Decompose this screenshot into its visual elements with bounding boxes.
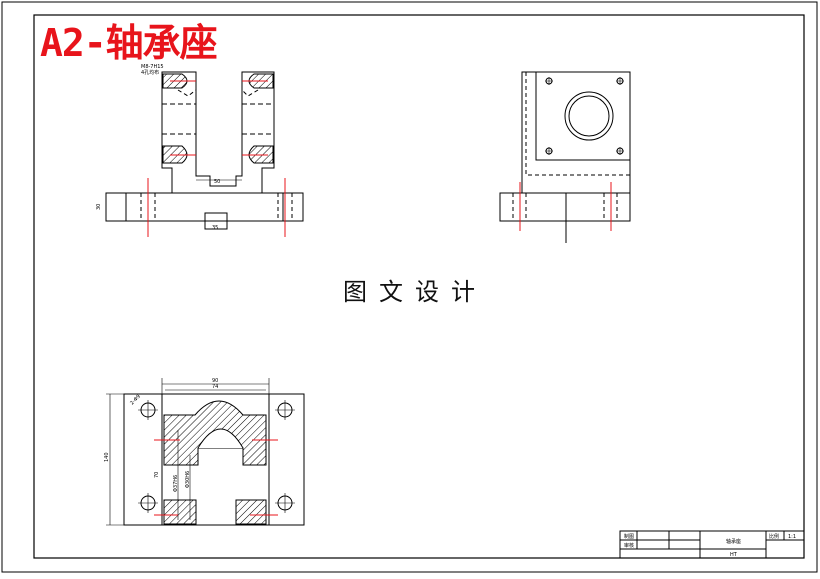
dim-hole-3: 2-Φ9 bbox=[129, 394, 142, 407]
tb-check-label: 审核 bbox=[624, 542, 634, 549]
front-view bbox=[105, 71, 304, 230]
tb-scale-label: 比例 bbox=[769, 533, 779, 540]
tb-material: HT bbox=[730, 552, 738, 558]
dim-top-width: 90 bbox=[212, 378, 218, 384]
watermark-text: 图文设计 bbox=[343, 278, 487, 306]
drawing-title: A2-轴承座 bbox=[40, 21, 218, 65]
dim-slot-width: 50 bbox=[214, 179, 220, 185]
dim-hole-2: Φ30H6 bbox=[185, 471, 191, 488]
top-view bbox=[106, 378, 305, 526]
top-centerlines bbox=[154, 439, 278, 516]
inner-border bbox=[33, 14, 805, 559]
side-view bbox=[499, 71, 631, 243]
dim-hole-1: Φ37H6 bbox=[173, 475, 179, 492]
tb-scale-value: 1:1 bbox=[788, 534, 796, 540]
dim-inner-width: 74 bbox=[212, 384, 218, 390]
tb-part-name: 轴承座 bbox=[726, 538, 741, 545]
thread-note-2: 4孔均布 bbox=[141, 69, 159, 76]
dim-base-height: 30 bbox=[96, 204, 102, 210]
front-centerlines bbox=[147, 80, 286, 237]
thread-note: M8-7H15 bbox=[141, 64, 164, 70]
tb-draw-label: 制图 bbox=[624, 533, 634, 540]
dim-total-height: 140 bbox=[104, 452, 110, 462]
side-view-holes bbox=[545, 77, 624, 155]
title-block bbox=[619, 530, 805, 559]
dim-mid-height: 70 bbox=[154, 472, 160, 478]
dim-key-width: 35 bbox=[212, 225, 218, 231]
side-centerlines bbox=[519, 182, 612, 231]
